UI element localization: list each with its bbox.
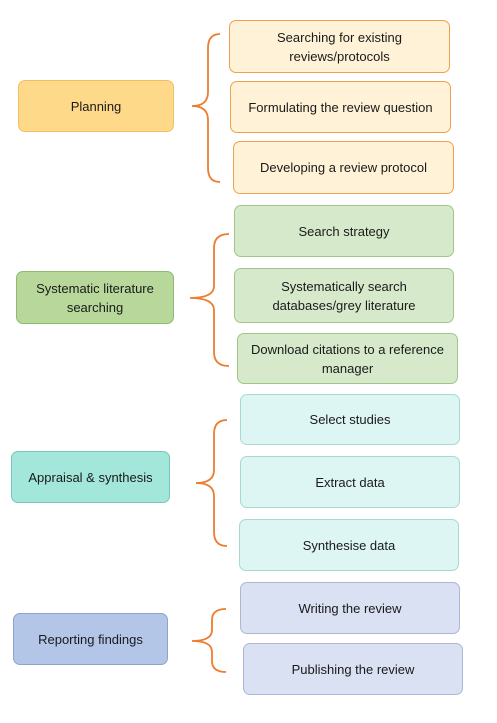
brace-planning	[191, 33, 221, 183]
item-search-strategy: Search strategy	[234, 205, 454, 257]
brace-searching	[189, 233, 230, 367]
stage-appraisal: Appraisal & synthesis	[11, 451, 170, 503]
item-systematically-search: Systematically search databases/grey lit…	[234, 268, 454, 323]
item-select-studies: Select studies	[240, 394, 460, 445]
stage-planning: Planning	[18, 80, 174, 132]
brace-appraisal	[195, 419, 228, 547]
item-publishing-review: Publishing the review	[243, 643, 463, 695]
item-synthesise-data: Synthesise data	[239, 519, 459, 571]
item-searching-existing-reviews: Searching for existing reviews/protocols	[229, 20, 450, 73]
item-formulating-question: Formulating the review question	[230, 81, 451, 133]
stage-searching: Systematic literature searching	[16, 271, 174, 324]
brace-reporting	[191, 608, 227, 673]
item-extract-data: Extract data	[240, 456, 460, 508]
item-download-citations: Download citations to a reference manage…	[237, 333, 458, 384]
item-writing-review: Writing the review	[240, 582, 460, 634]
item-developing-protocol: Developing a review protocol	[233, 141, 454, 194]
stage-reporting: Reporting findings	[13, 613, 168, 665]
